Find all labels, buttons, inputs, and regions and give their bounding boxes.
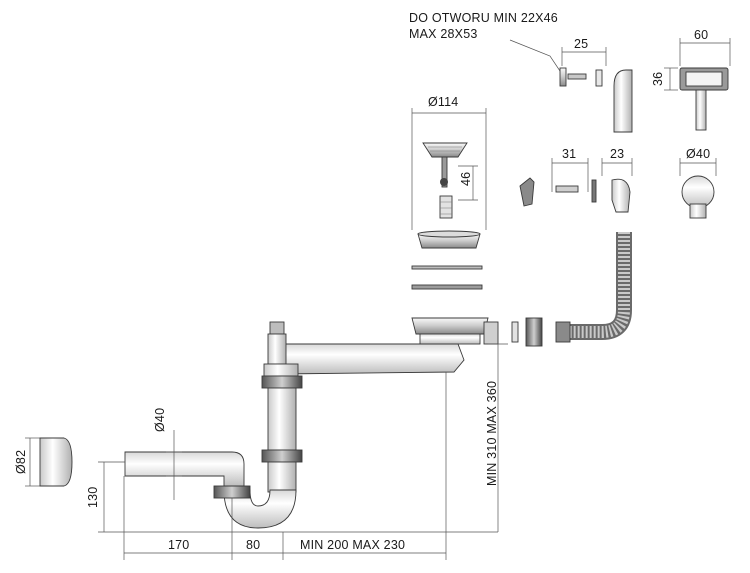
overflow-head-slot <box>685 71 723 87</box>
overflow-head-group: 60 36 <box>651 28 731 131</box>
trap-top-nut <box>261 375 303 389</box>
dim-label-60: 60 <box>694 28 708 42</box>
overflow-bolt-part <box>555 185 579 193</box>
note-line-2: MAX 28X53 <box>409 27 478 41</box>
dim-label-80: 80 <box>246 538 260 552</box>
hose-nut-part <box>525 317 543 347</box>
dim-label-114: Ø114 <box>428 95 458 109</box>
dim-label-170: 170 <box>168 538 189 552</box>
dim-label-range-vertical: MIN 310 MAX 360 <box>485 381 499 486</box>
dim-label-40-top: Ø40 <box>686 147 710 161</box>
horizontal-drain-pipe <box>279 343 465 375</box>
dim-label-36: 36 <box>651 72 665 86</box>
dim-label-130: 130 <box>86 487 100 508</box>
overflow-elbow-part <box>611 178 631 213</box>
trap-outlet-nut <box>213 485 251 499</box>
hose-gasket-part <box>511 321 519 343</box>
standpipe-cap <box>269 321 285 335</box>
trap-vertical-pipe <box>267 387 297 451</box>
strainer-basket-part <box>422 142 468 158</box>
dim-label-46: 46 <box>459 172 473 186</box>
overflow-screw-group: 25 <box>559 37 633 133</box>
overflow-head-stem <box>695 89 707 131</box>
wall-rosette-part <box>39 437 73 487</box>
flex-hose-group <box>511 232 632 347</box>
trap-u-bend <box>223 489 297 529</box>
overflow-note: DO OTWORU MIN 22X46 MAX 28X53 <box>409 11 563 75</box>
trap-mid-nut <box>261 449 303 463</box>
strainer-stem-part <box>441 156 448 188</box>
flex-hose-part <box>568 232 632 340</box>
outlet-pipe <box>124 451 245 487</box>
rosette-group: Ø82 <box>14 437 73 487</box>
overflow-seal-part <box>591 179 597 203</box>
strainer-washer-1 <box>411 265 483 270</box>
strainer-spring-part <box>439 195 453 219</box>
overflow-screw-part <box>567 73 587 80</box>
strainer-group: Ø114 46 <box>411 95 487 290</box>
dim-label-82: Ø82 <box>14 450 28 474</box>
dim-label-23: 23 <box>610 147 624 161</box>
dim-label-40-trap: Ø40 <box>153 408 167 432</box>
main-drain-group <box>124 317 499 529</box>
overflow-connector-group: 31 23 Ø40 <box>519 147 717 219</box>
overflow-elbow-front-part <box>681 175 715 209</box>
dim-label-31: 31 <box>562 147 576 161</box>
main-dimensions: Ø40 130 170 80 MIN 200 MAX 230 MIN 310 M… <box>86 343 508 560</box>
strainer-washer-2 <box>411 284 483 290</box>
note-leader-line <box>509 39 563 75</box>
overflow-spigot-part <box>483 321 499 345</box>
sink-outlet-flange <box>411 317 489 335</box>
overflow-gasket-part <box>595 69 603 87</box>
note-line-1: DO OTWORU MIN 22X46 <box>409 11 558 25</box>
overflow-cap-part <box>559 67 567 87</box>
dim-label-range-horizontal: MIN 200 MAX 230 <box>300 538 405 552</box>
dim-label-25: 25 <box>574 37 588 51</box>
overflow-tube-part <box>613 69 633 133</box>
overflow-nut-part <box>519 177 535 207</box>
flex-hose-end-part <box>555 321 571 343</box>
